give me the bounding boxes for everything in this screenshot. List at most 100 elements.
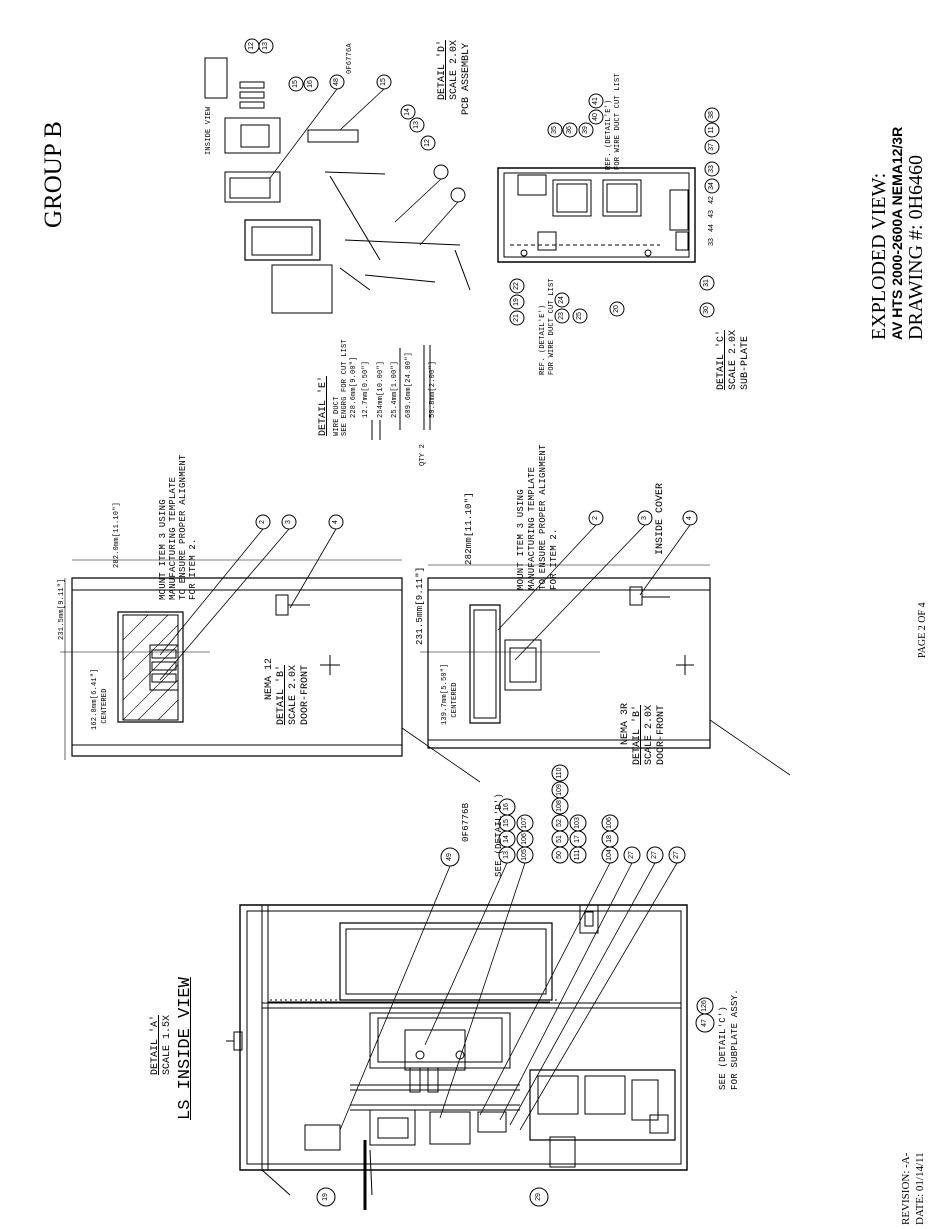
item-balloon-c-39: 39 — [582, 126, 589, 134]
item-balloon-c-33: 33 — [708, 165, 715, 173]
see-detail-c-note: SEE (DETAIL'C') — [718, 1005, 728, 1090]
detail-a-name: DETAIL 'A' — [150, 1014, 161, 1075]
item-balloon-a-29: 29 — [535, 1193, 542, 1201]
inside-cover-label: INSIDE COVER — [655, 482, 666, 555]
item-balloon-b12-3: 3 — [285, 520, 292, 524]
detail-e-dim-1: 228.6mm[9.00"] — [350, 356, 358, 418]
item-balloon-d-13: 13 — [262, 42, 269, 50]
item-balloon-a-51: 51 — [556, 835, 563, 843]
drawing-number: 0H6460 — [905, 154, 927, 220]
detail-b12-note-2: MANUFACTURING TEMPLATE — [168, 476, 178, 600]
detail-e-dim-2: 12.7mm[0.50"] — [362, 360, 370, 418]
item-balloon-a-106: 106 — [521, 833, 528, 845]
detail-c-scale: SCALE 2.0X — [728, 329, 739, 390]
detail-c-ref-2: FOR WIRE DUCT CUT LIST — [548, 278, 556, 375]
detail-b12-dim-right: 282.0mm[11.10"] — [113, 501, 121, 568]
part-0f6776b: 0F6776B — [461, 802, 471, 842]
item-balloon-a-49: 49 — [446, 853, 453, 861]
item-balloon-b3r-2: 2 — [592, 516, 599, 520]
item-balloon-c-40: 40 — [592, 113, 599, 121]
item-balloon-a-50: 50 — [556, 851, 563, 859]
item-balloon-d-12: 12 — [248, 42, 255, 50]
detail-d-name: DETAIL 'D' — [437, 39, 448, 100]
item-balloon-d-15: 15 — [292, 80, 299, 88]
item-balloon-a-16: 16 — [503, 803, 510, 811]
item-balloon-a-27: 27 — [651, 851, 658, 859]
item-balloon-a-17: 17 — [574, 835, 581, 843]
detail-b3r-note-2: MANUFACTURING TEMPLATE — [527, 466, 537, 590]
detail-b12-note-4: FOR ITEM 2. — [188, 538, 198, 600]
detail-b3r-view: DOOR-FRONT — [656, 704, 667, 765]
item-balloon-a-27: 27 — [628, 851, 635, 859]
item-balloon-c-11: 11 — [708, 126, 715, 134]
item-balloon-c-24: 24 — [558, 296, 565, 304]
leader-lines — [160, 89, 690, 1130]
detail-b3r-note-4: FOR ITEM 2. — [549, 528, 559, 590]
title-block-drawing: DRAWING #: 0H6460 — [905, 155, 928, 340]
group-label: GROUP B — [40, 121, 67, 228]
detail-b3r-note-3: TO ENSURE PROPER ALIGNMENT — [538, 444, 548, 590]
item-balloon-a-18: 18 — [606, 835, 613, 843]
subplate-assy-note: FOR SUBPLATE ASSY. — [730, 989, 740, 1090]
detail-b3r-scale: SCALE 2.0X — [644, 704, 655, 765]
item-balloon-c-35: 35 — [551, 126, 558, 134]
title-block-title: EXPLODED VIEW: — [868, 172, 890, 340]
item-balloon-b3r-4: 4 — [686, 516, 693, 520]
item-balloon-c-23: 23 — [558, 312, 565, 320]
item-balloon-c-30: 30 — [703, 306, 710, 314]
revision-date: DATE: 01/14/11 — [914, 1152, 926, 1225]
item-balloon-c-37: 37 — [708, 143, 715, 151]
detail-b12-door — [60, 560, 480, 782]
detail-c-name: DETAIL 'C' — [716, 329, 727, 390]
detail-e-qty: QTY 2 — [419, 443, 427, 466]
item-balloon-c-36: 36 — [566, 126, 573, 134]
detail-a-scale: SCALE 1.5X — [162, 1014, 173, 1075]
detail-e-duct — [372, 345, 430, 440]
item-balloon-c-38: 38 — [708, 111, 715, 119]
detail-d-scale: SCALE 2.0X — [449, 39, 460, 100]
item-balloon-c-21: 21 — [513, 314, 520, 322]
item-balloon-c-33: 33 — [708, 238, 715, 246]
item-balloon-c-25: 25 — [576, 312, 583, 320]
item-balloon-d-15: 15 — [380, 78, 387, 86]
item-balloon-c-31: 31 — [703, 279, 710, 287]
detail-b3r-nema: NEMA 3R — [620, 702, 631, 745]
item-balloon-a-106: 106 — [606, 817, 613, 829]
item-balloons — [245, 39, 719, 1206]
detail-b12-note-3: TO ENSURE PROPER ALIGNMENT — [178, 454, 188, 600]
revision: REVISION: -A- — [900, 1152, 912, 1225]
detail-b12-name: DETAIL 'B' — [276, 664, 287, 725]
detail-b3r-name: DETAIL 'B' — [632, 704, 643, 765]
detail-a-title: LS INSIDE VIEW — [176, 977, 195, 1120]
item-balloon-a-103: 103 — [574, 817, 581, 829]
detail-e-dim-5: 609.6mm[24.00"] — [405, 351, 413, 418]
detail-d-inside-view: INSIDE VIEW — [205, 106, 213, 155]
item-balloon-c-41: 41 — [592, 97, 599, 105]
item-balloon-a-15: 15 — [503, 819, 510, 827]
item-balloon-a-109: 109 — [556, 784, 563, 796]
page-number: PAGE 2 OF 4 — [917, 602, 928, 658]
detail-b3r-dim-top: 231.5mm[9.11"] — [415, 566, 425, 645]
item-balloon-d-13: 13 — [413, 121, 420, 129]
item-balloon-b12-4: 4 — [332, 520, 339, 524]
detail-b3r-dim-left: 139.7mm[5.50"] CENTERED — [441, 663, 459, 725]
detail-c-subplate — [498, 168, 695, 262]
detail-b12-scale: SCALE 2.0X — [288, 664, 299, 725]
detail-d-part: 0F6776A — [346, 43, 354, 74]
detail-e-dim-4: 25.4mm[1.00"] — [391, 360, 399, 418]
item-balloon-d-16: 16 — [307, 80, 314, 88]
detail-e-dim-3: 254mm[10.00"] — [377, 360, 385, 418]
detail-b12-dim-left: 162.8mm[6.41"] CENTERED — [91, 668, 109, 730]
item-balloon-a-104: 104 — [606, 849, 613, 861]
detail-b12-view: DOOR-FRONT — [300, 664, 311, 725]
detail-d-pcb — [205, 58, 470, 313]
detail-e-name: DETAIL 'E' — [318, 375, 329, 436]
item-balloon-a-13: 13 — [503, 851, 510, 859]
detail-e-dim-6: 50.8mm[2.00"] — [429, 360, 437, 418]
item-balloon-d-48: 48 — [333, 78, 340, 86]
detail-b12-note-1: MOUNT ITEM 3 USING — [158, 499, 168, 600]
drawing-label: DRAWING #: — [905, 224, 927, 340]
item-balloon-a-52: 52 — [556, 819, 563, 827]
detail-d-view: PCB ASSEMBLY — [461, 42, 472, 115]
